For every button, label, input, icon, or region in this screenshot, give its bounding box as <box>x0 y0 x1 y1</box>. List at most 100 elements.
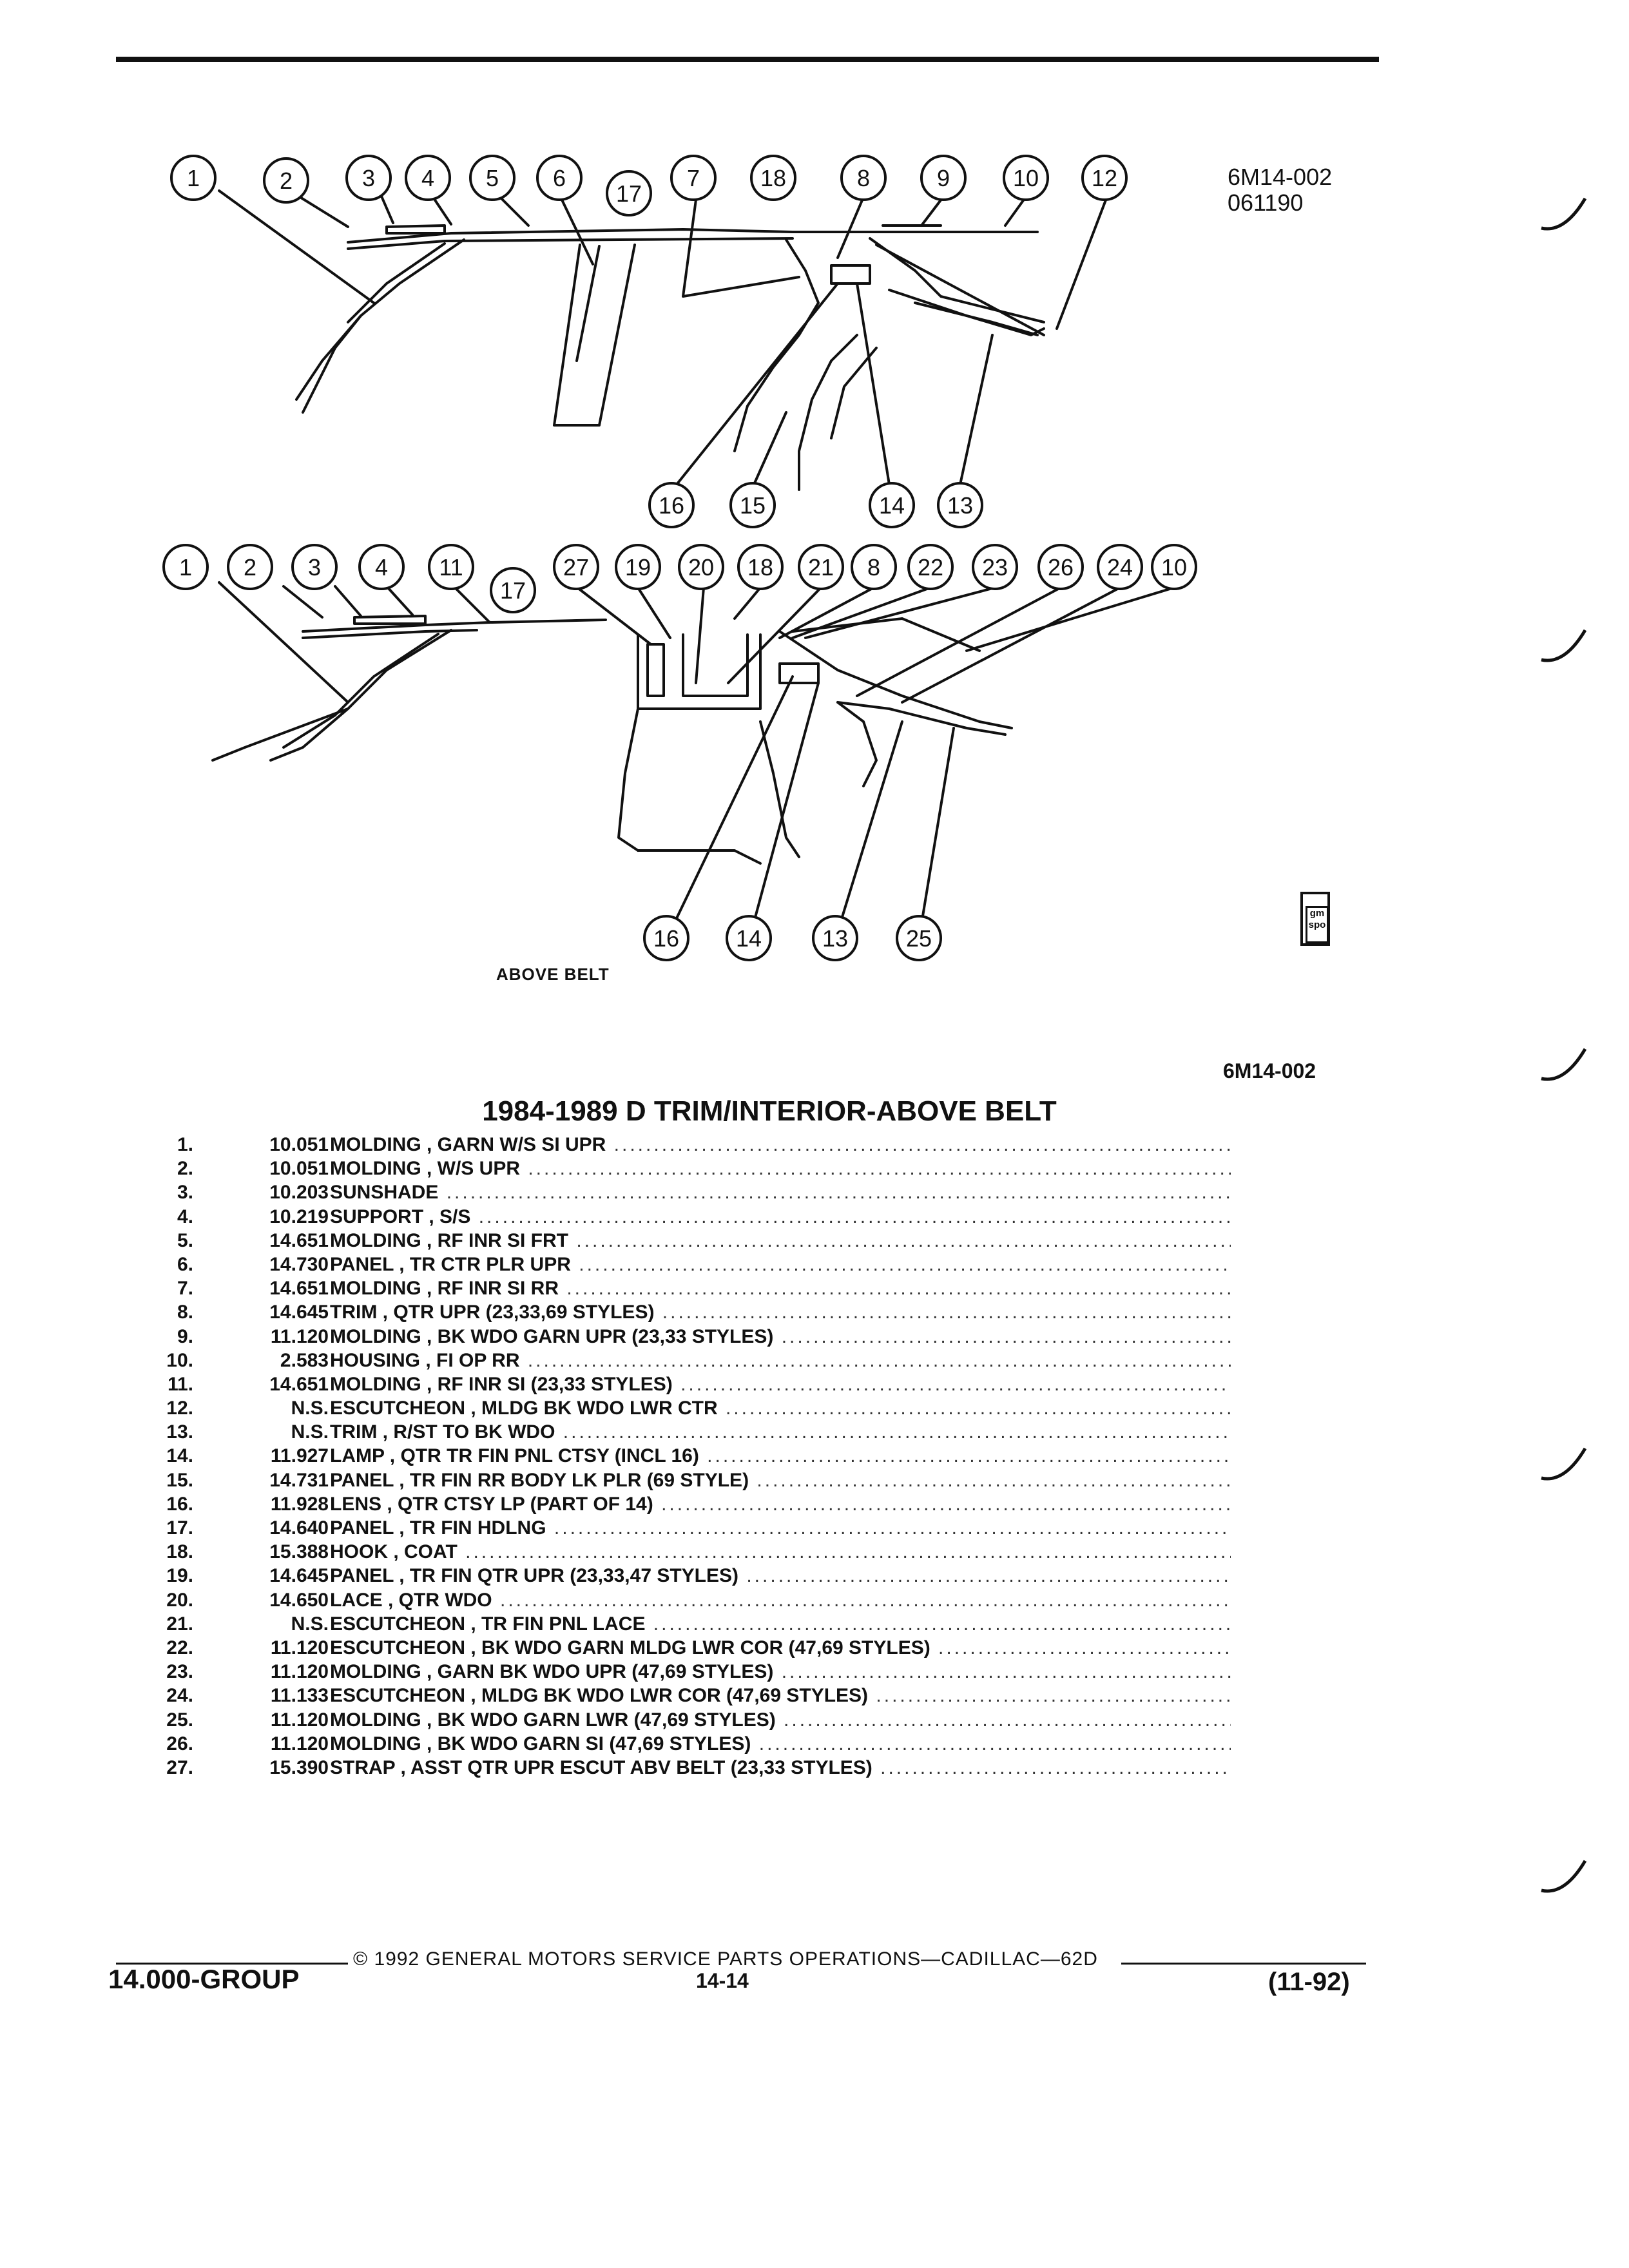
leader-bottom-1 <box>218 581 349 704</box>
footer-rule-left <box>116 1963 348 1965</box>
part-group-code: 14.651 <box>269 1278 329 1300</box>
callout-label: 4 <box>375 554 388 581</box>
callout-circle <box>428 544 474 590</box>
callout-label: 16 <box>659 492 684 519</box>
callout-2: 2 <box>263 157 309 204</box>
part-group-code: 11.928 <box>270 1493 329 1515</box>
bottom-rear-rail <box>791 617 981 652</box>
leader-top-6 <box>559 196 594 265</box>
callout-10: 10 <box>1151 544 1197 590</box>
part-description: MOLDING , GARN BK WDO UPR (47,69 STYLES)… <box>330 1660 1231 1684</box>
callout-circle <box>869 482 915 528</box>
leader-dots: ........................................… <box>563 1421 1231 1443</box>
footer-page-number: 14-14 <box>696 1969 749 1992</box>
callout-2: 2 <box>227 544 273 590</box>
part-description: MOLDING , RF INR SI RR .................… <box>330 1276 1231 1300</box>
part-description: MOLDING , BK WDO GARN UPR (23,33 STYLES)… <box>330 1325 1231 1349</box>
part-description-text: HOUSING , FI OP RR <box>330 1349 520 1371</box>
leader-top-8 <box>836 196 865 259</box>
callout-label: 2 <box>244 554 256 581</box>
leader-bottom-16 <box>669 675 794 933</box>
part-group-code: 11.120 <box>270 1661 329 1683</box>
part-number: 1. <box>177 1134 193 1155</box>
bottom-roof-rail-lower <box>302 629 478 639</box>
callout-circle <box>729 482 776 528</box>
leader-dots: ........................................… <box>725 1398 1231 1419</box>
part-description-text: MOLDING , W/S UPR <box>330 1158 520 1180</box>
callout-circle <box>553 544 599 590</box>
callout-circle <box>648 482 695 528</box>
leader-top-13 <box>959 334 994 486</box>
top-quarter-arch-2 <box>830 347 878 439</box>
part-description-text: MOLDING , RF INR SI RR <box>330 1278 559 1300</box>
bottom-back-window-lower <box>836 701 1007 736</box>
part-description-text: MOLDING , BK WDO GARN UPR (23,33 STYLES) <box>330 1325 774 1347</box>
leader-top-1 <box>218 189 375 304</box>
top-roof-rail-lower <box>347 237 794 250</box>
part-group-code: 11.120 <box>270 1325 329 1347</box>
callout-14: 14 <box>726 915 772 961</box>
leader-dots: ........................................… <box>661 1493 1231 1515</box>
part-description: LENS , QTR CTSY LP (PART OF 14) ........… <box>330 1492 1231 1516</box>
part-description-text: MOLDING , RF INR SI FRT <box>330 1229 568 1251</box>
leader-bottom-22 <box>791 586 932 639</box>
binder-punch-mark <box>1541 197 1587 231</box>
callout-10: 10 <box>1003 155 1049 201</box>
leader-bottom-18 <box>733 586 762 620</box>
bottom-back-window-edge <box>836 701 878 787</box>
part-number: 26. <box>166 1733 193 1754</box>
part-group-code: 11.120 <box>270 1637 329 1658</box>
part-number: 20. <box>166 1589 193 1611</box>
part-number: 11. <box>167 1373 193 1395</box>
callout-circle <box>469 155 516 201</box>
leader-dots: ........................................… <box>465 1541 1231 1563</box>
part-number: 4. <box>177 1206 193 1227</box>
part-number: 6. <box>177 1253 193 1275</box>
bottom-back-window <box>778 630 1013 729</box>
leader-top-12 <box>1055 192 1110 330</box>
part-description-text: PANEL , TR FIN RR BODY LK PLR (69 STYLE) <box>330 1469 749 1491</box>
callout-label: 19 <box>625 554 651 581</box>
part-description-text: LAMP , QTR TR FIN PNL CTSY (INCL 16) <box>330 1445 699 1467</box>
callout-5: 5 <box>469 155 516 201</box>
part-group-code: 14.640 <box>269 1517 329 1539</box>
callout-label: 6 <box>553 165 566 191</box>
part-number: 27. <box>166 1756 193 1778</box>
leader-bottom-27 <box>576 586 652 646</box>
leader-dots: ........................................… <box>784 1709 1231 1731</box>
callout-26: 26 <box>1037 544 1084 590</box>
callout-16: 16 <box>648 482 695 528</box>
callout-1: 1 <box>170 155 217 201</box>
leader-dots: ........................................… <box>527 1349 1231 1371</box>
callout-label: 12 <box>1092 165 1117 191</box>
part-group-code: 11.120 <box>270 1709 329 1731</box>
callout-21: 21 <box>798 544 844 590</box>
leader-bottom-14 <box>750 682 820 933</box>
leader-bottom-8 <box>778 586 875 639</box>
callout-circle <box>972 544 1018 590</box>
part-description: MOLDING , W/S UPR ......................… <box>330 1157 1231 1180</box>
part-description: TRIM , QTR UPR (23,33,69 STYLES) .......… <box>330 1300 1231 1324</box>
top-rear-glass-line <box>914 302 1039 336</box>
bottom-quarter-upper <box>637 633 762 710</box>
callout-25: 25 <box>896 915 942 961</box>
leader-bottom-26 <box>856 586 1062 697</box>
part-description: MOLDING , GARN W/S SI UPR ..............… <box>330 1133 1231 1157</box>
callout-14: 14 <box>869 482 915 528</box>
part-group-code: 14.731 <box>269 1469 329 1491</box>
callout-3: 3 <box>291 544 338 590</box>
leader-dots: ........................................… <box>707 1445 1231 1467</box>
parts-list-row: 21.N.S.ESCUTCHEON , TR FIN PNL LACE ....… <box>155 1612 1231 1636</box>
part-description-text: ESCUTCHEON , TR FIN PNL LACE <box>330 1613 646 1635</box>
leader-bottom-20 <box>695 586 705 684</box>
part-description-text: PANEL , TR FIN HDLNG <box>330 1517 546 1539</box>
callout-label: 9 <box>937 165 950 191</box>
part-description-text: HOOK , COAT <box>330 1541 458 1563</box>
footer-group: 14.000-GROUP <box>108 1964 300 1994</box>
